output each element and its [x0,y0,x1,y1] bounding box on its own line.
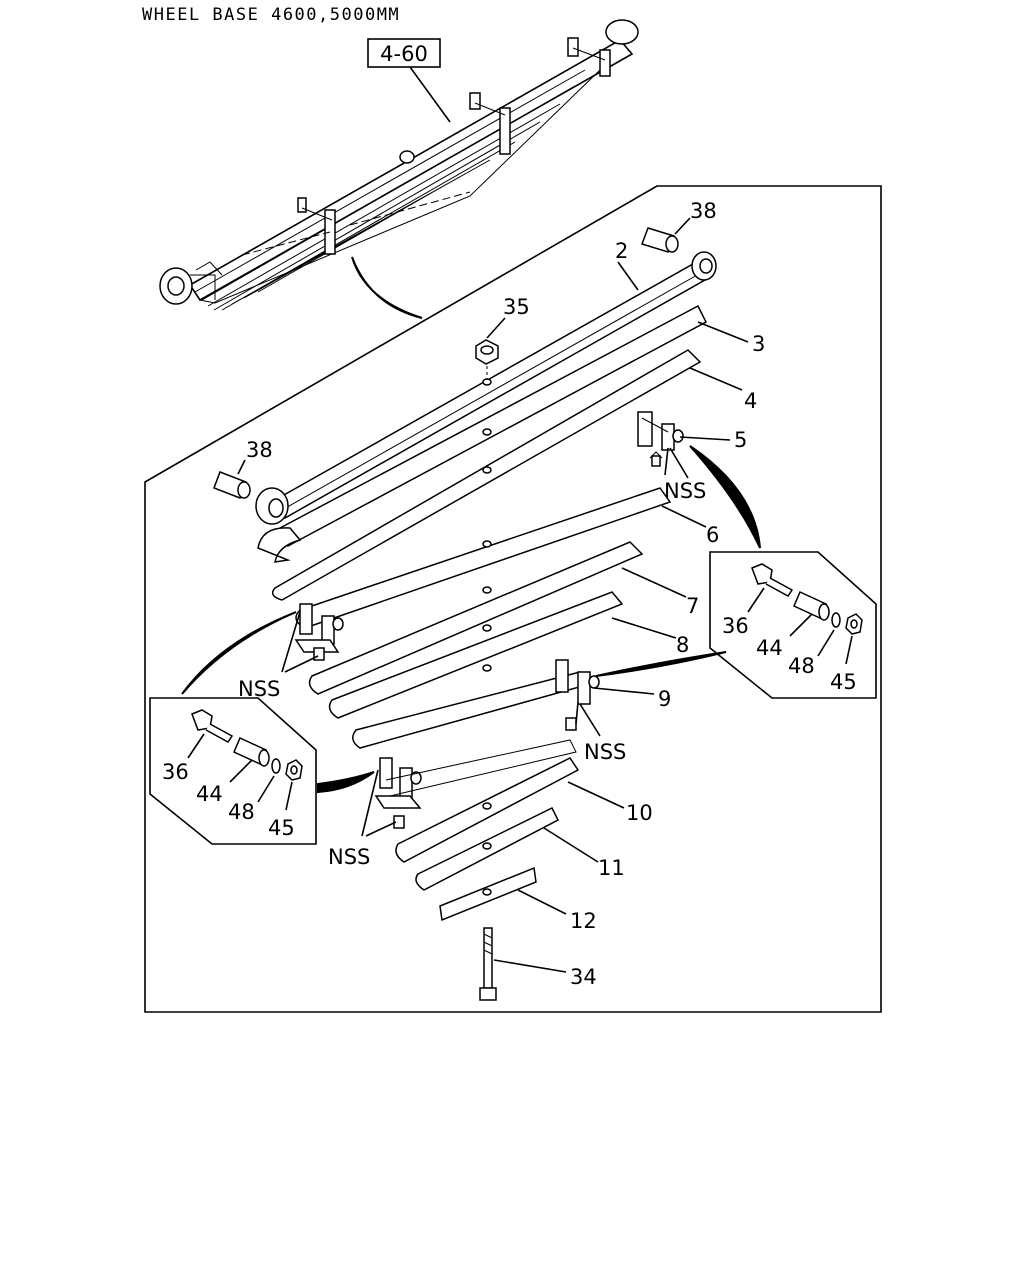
leaf-6[interactable] [295,487,672,629]
center-bolt-34[interactable] [479,927,497,1001]
leaf-11[interactable] [415,806,560,891]
detail-left-callout-36: 36 [162,760,189,784]
sleeve-44-right[interactable] [793,590,830,621]
callout-10: 10 [626,801,653,825]
leaf-10[interactable] [395,757,580,863]
detail-right-callout-48: 48 [788,654,815,678]
bushing-38-left[interactable] [213,471,251,499]
sleeve-44-left[interactable] [233,736,270,767]
assembled-leaf-spring [159,19,639,311]
detail-box-left: 36 44 48 45 [149,697,317,845]
nut-45-left[interactable] [285,759,303,781]
callout-34: 34 [570,965,597,989]
detail-right-callout-44: 44 [756,636,783,660]
nut-35[interactable] [475,339,499,380]
callout-9: 9 [658,687,671,711]
callout-38-left: 38 [246,438,273,462]
leaf-7[interactable] [308,541,644,695]
callout-4: 4 [744,389,757,413]
clamp-left-upper[interactable] [294,603,344,661]
callout-7: 7 [686,594,699,618]
leaf-12[interactable] [439,866,537,922]
callout-12: 12 [570,909,597,933]
leaf-8[interactable] [328,591,624,719]
leaf-2-main[interactable] [255,251,717,525]
assembly-leader [409,66,451,123]
assembly-reference-label: 4-60 [380,42,428,66]
leaf-9[interactable] [352,664,592,749]
callout-35: 35 [503,295,530,319]
detail-box-right: 36 44 48 45 [709,551,877,699]
view-arrow [351,256,423,319]
detail-right-callout-36: 36 [722,614,749,638]
detail-left-callout-48: 48 [228,800,255,824]
callout-nss-3: NSS [584,740,626,764]
callout-nss-2: NSS [238,677,280,701]
clamp-9[interactable] [555,659,600,731]
bolt-36-right[interactable] [751,563,794,597]
detail-arrow-left [181,611,297,695]
callout-8: 8 [676,633,689,657]
bolt-36-left[interactable] [191,709,234,743]
detail-right-callout-45: 45 [830,670,857,694]
detail-left-callout-45: 45 [268,816,295,840]
detail-left-callout-44: 44 [196,782,223,806]
exploded-view-border [144,185,882,1013]
leaf-3[interactable] [257,304,707,563]
assembly-reference-box[interactable]: 4-60 [367,38,441,68]
clamp-left-lower[interactable] [374,739,577,829]
detail-arrow-right [689,445,761,549]
callout-5: 5 [734,428,747,452]
bushing-38-right[interactable] [641,227,679,253]
clamp-5[interactable] [637,411,684,467]
nut-45-right[interactable] [845,613,863,635]
callout-11: 11 [598,856,625,880]
washer-48-right[interactable] [831,612,841,628]
leaf-4[interactable] [271,349,702,601]
callout-nss-1: NSS [664,479,706,503]
callout-3: 3 [752,332,765,356]
callout-38-right: 38 [690,199,717,223]
detail-arrow-right-2 [595,651,727,677]
callout-nss-4: NSS [328,845,370,869]
washer-48-left[interactable] [271,758,281,774]
diagram-title: WHEEL BASE 4600,5000MM [142,5,400,25]
detail-arrow-left-2 [317,771,375,794]
callout-6: 6 [706,523,719,547]
callout-2: 2 [615,239,628,263]
